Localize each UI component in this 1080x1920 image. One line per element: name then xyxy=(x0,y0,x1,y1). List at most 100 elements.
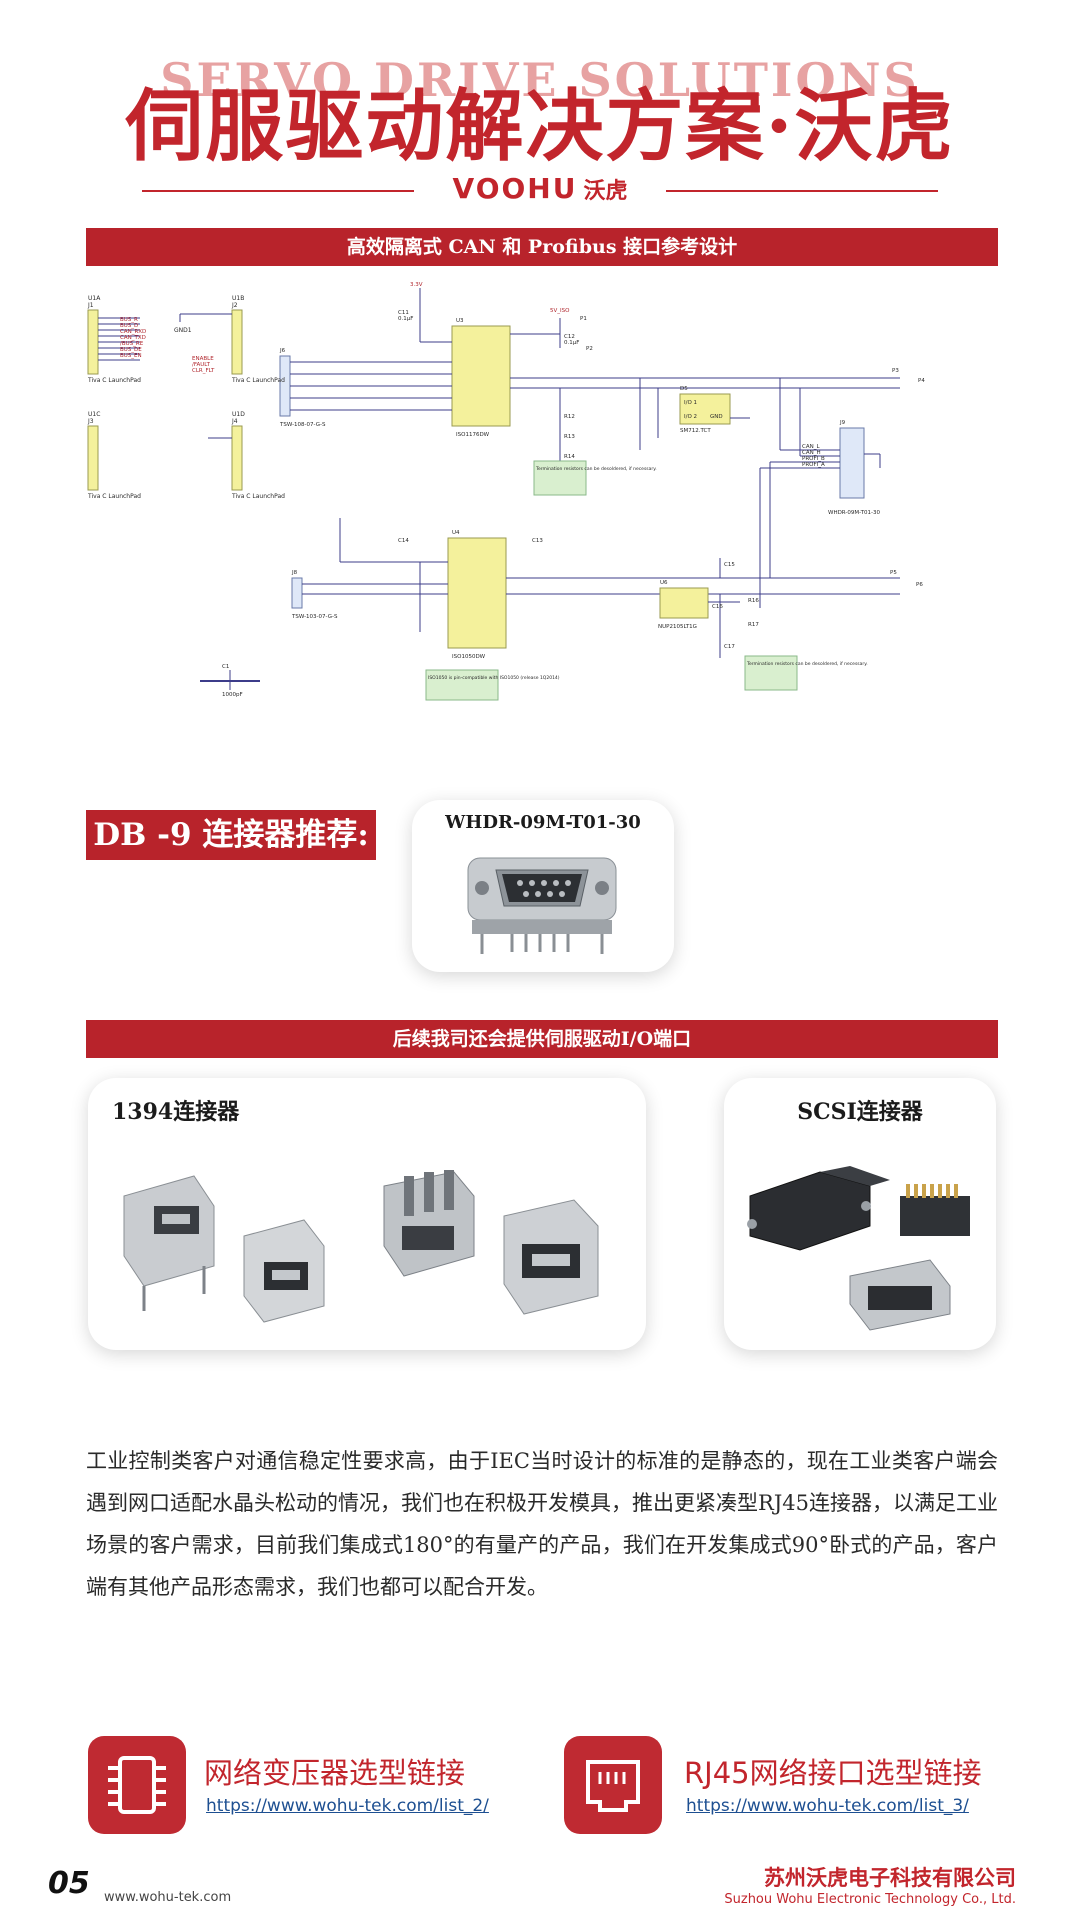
label-p1: P1 xyxy=(580,316,587,322)
label-d5: D5 xyxy=(680,386,688,392)
label-r13: R13 xyxy=(564,434,575,440)
label-c13: C13 xyxy=(532,538,543,544)
db9-part-number: WHDR-09M-T01-30 xyxy=(445,812,641,833)
label-u6: U6 xyxy=(660,580,668,586)
label-launchpad-1: Tiva C LaunchPad xyxy=(87,377,141,384)
net-bus-en: BUS_EN xyxy=(120,353,142,359)
label-u4-part: ISO1050DW xyxy=(452,654,486,660)
label-j2: J2 xyxy=(231,302,238,309)
footer-website: www.wohu-tek.com xyxy=(104,1890,232,1905)
label-j3: J3 xyxy=(87,418,94,425)
link-url-transformer[interactable]: https://www.wohu-tek.com/list_2/ xyxy=(206,1796,489,1816)
label-d5-part: SM712.TCT xyxy=(680,428,711,434)
header-subtitle-en: SERVO DRIVE SOLUTIONS xyxy=(160,53,920,107)
label-p5: P5 xyxy=(890,570,897,576)
note-termination-1: Termination resistors can be desoldered,… xyxy=(535,466,657,472)
logo-text-cn: 沃虎 xyxy=(583,179,628,204)
label-r16: R16 xyxy=(748,598,759,604)
net-profi-b: PROFI_B xyxy=(802,456,825,462)
connector-scsi-image xyxy=(747,1166,970,1331)
label-d5-gnd: GND xyxy=(710,414,723,420)
db9-connector-image xyxy=(467,857,617,954)
note-termination-2: Termination resistors can be desoldered,… xyxy=(746,661,868,667)
label-d5-pin2: I/O 2 xyxy=(684,414,697,420)
label-j6-part: TSW-108-07-G-S xyxy=(279,422,326,428)
label-c1-val: 1000pF xyxy=(222,692,243,698)
company-name-en: Suzhou Wohu Electronic Technology Co., L… xyxy=(724,1892,1016,1907)
net-clr-flt: CLR_FLT xyxy=(192,368,215,374)
net-bus-d: BUS_D xyxy=(120,323,138,329)
net-enable: ENABLE xyxy=(192,356,214,362)
label-j1: J1 xyxy=(87,302,94,309)
label-c15: C15 xyxy=(724,562,735,568)
label-p4: P4 xyxy=(918,378,925,384)
net-can-h: CAN_H xyxy=(802,450,821,456)
link-title-transformer[interactable]: 网络变压器选型链接 xyxy=(204,1756,466,1790)
connector-1394-image xyxy=(123,1170,599,1323)
label-c12-val: 0.1µF xyxy=(564,340,579,346)
label-c12: C12 xyxy=(564,334,575,340)
label-c11-val: 0.1µF xyxy=(398,316,413,322)
label-u6-part: NUP2105LT1G xyxy=(658,624,697,630)
label-p3: P3 xyxy=(892,368,899,374)
label-u1d: U1D xyxy=(232,411,245,418)
header-rule-left xyxy=(142,190,414,192)
body-paragraph: 工业控制类客户对通信稳定性要求高，由于IEC当时设计的标准的是静态的，现在工业类… xyxy=(86,1449,998,1599)
net-bus-r: BUS_R xyxy=(120,317,138,323)
label-c1: C1 xyxy=(222,664,229,670)
label-j4: J4 xyxy=(231,418,238,425)
net-fault: /FAULT xyxy=(192,362,211,368)
logo-text-en: VOOHU xyxy=(452,172,578,205)
label-c14: C14 xyxy=(398,538,409,544)
label-c17: C17 xyxy=(724,644,735,650)
page-number: 05 xyxy=(48,1866,90,1901)
net-can-txd: CAN_TXD xyxy=(120,335,146,341)
label-r12: R12 xyxy=(564,414,575,420)
net-bus-re: /BUS_RE xyxy=(120,341,144,347)
label-p2: P2 xyxy=(586,346,593,352)
label-c11: C11 xyxy=(398,310,409,316)
note-pin-compatible: ISO1050 is pin-compatible with ISO1050 (… xyxy=(428,675,560,681)
link-url-rj45[interactable]: https://www.wohu-tek.com/list_3/ xyxy=(686,1796,969,1816)
net-can-rxd: CAN_RXD xyxy=(120,329,146,335)
label-gnd1: GND1 xyxy=(174,327,192,334)
link-card-icon-1[interactable] xyxy=(88,1736,186,1834)
header-rule-right xyxy=(666,190,938,192)
label-u1c: U1C xyxy=(88,411,100,418)
section-banner-can-profibus: 高效隔离式 CAN 和 Profibus 接口参考设计 xyxy=(86,228,998,266)
label-r17: R17 xyxy=(748,622,759,628)
net-profi-a: PROFI_A xyxy=(802,462,825,468)
label-u1b: U1B xyxy=(232,295,244,302)
label-d5-pin1: I/O 1 xyxy=(684,400,697,406)
chip-icon xyxy=(108,1756,166,1814)
label-launchpad-3: Tiva C LaunchPad xyxy=(87,493,141,500)
label-3v3: 3.3V xyxy=(410,282,423,288)
section-banner-io-ports: 后续我司还会提供伺服驱动I/O端口 xyxy=(86,1020,998,1058)
link-card-icon-2[interactable] xyxy=(564,1736,662,1834)
label-u1a: U1A xyxy=(88,295,101,302)
schematic-diagram: U1A J1 U1B J2 U1C J3 U1D J4 Tiva C Launc… xyxy=(87,282,925,701)
label-u3: U3 xyxy=(456,318,464,324)
label-j8: J8 xyxy=(291,570,298,576)
label-r14: R14 xyxy=(564,454,575,460)
net-can-l: CAN_L xyxy=(802,444,820,450)
label-launchpad-2: Tiva C LaunchPad xyxy=(231,377,285,384)
connector-title-scsi: SCSI连接器 xyxy=(797,1099,923,1125)
label-j8-part: TSW-103-07-G-S xyxy=(291,614,338,620)
label-u4: U4 xyxy=(452,530,460,536)
link-title-rj45[interactable]: RJ45网络接口选型链接 xyxy=(684,1756,982,1790)
page-title: 伺服驱动解决方案·沃虎 xyxy=(125,81,955,172)
label-5v-iso: 5V_ISO xyxy=(550,308,570,314)
label-launchpad-4: Tiva C LaunchPad xyxy=(231,493,285,500)
company-name-cn: 苏州沃虎电子科技有限公司 xyxy=(764,1866,1016,1890)
net-bus-de: BUS_DE xyxy=(120,347,142,353)
label-p6: P6 xyxy=(916,582,923,588)
rj45-port-icon xyxy=(586,1760,640,1812)
connector-title-1394: 1394连接器 xyxy=(112,1099,240,1125)
label-u3-part: ISO1176DW xyxy=(456,432,490,438)
label-j9: J9 xyxy=(839,420,846,426)
label-j9-part: WHDR-09M-T01-30 xyxy=(828,510,880,516)
label-j6: J6 xyxy=(279,348,286,354)
label-c16: C16 xyxy=(712,604,723,610)
